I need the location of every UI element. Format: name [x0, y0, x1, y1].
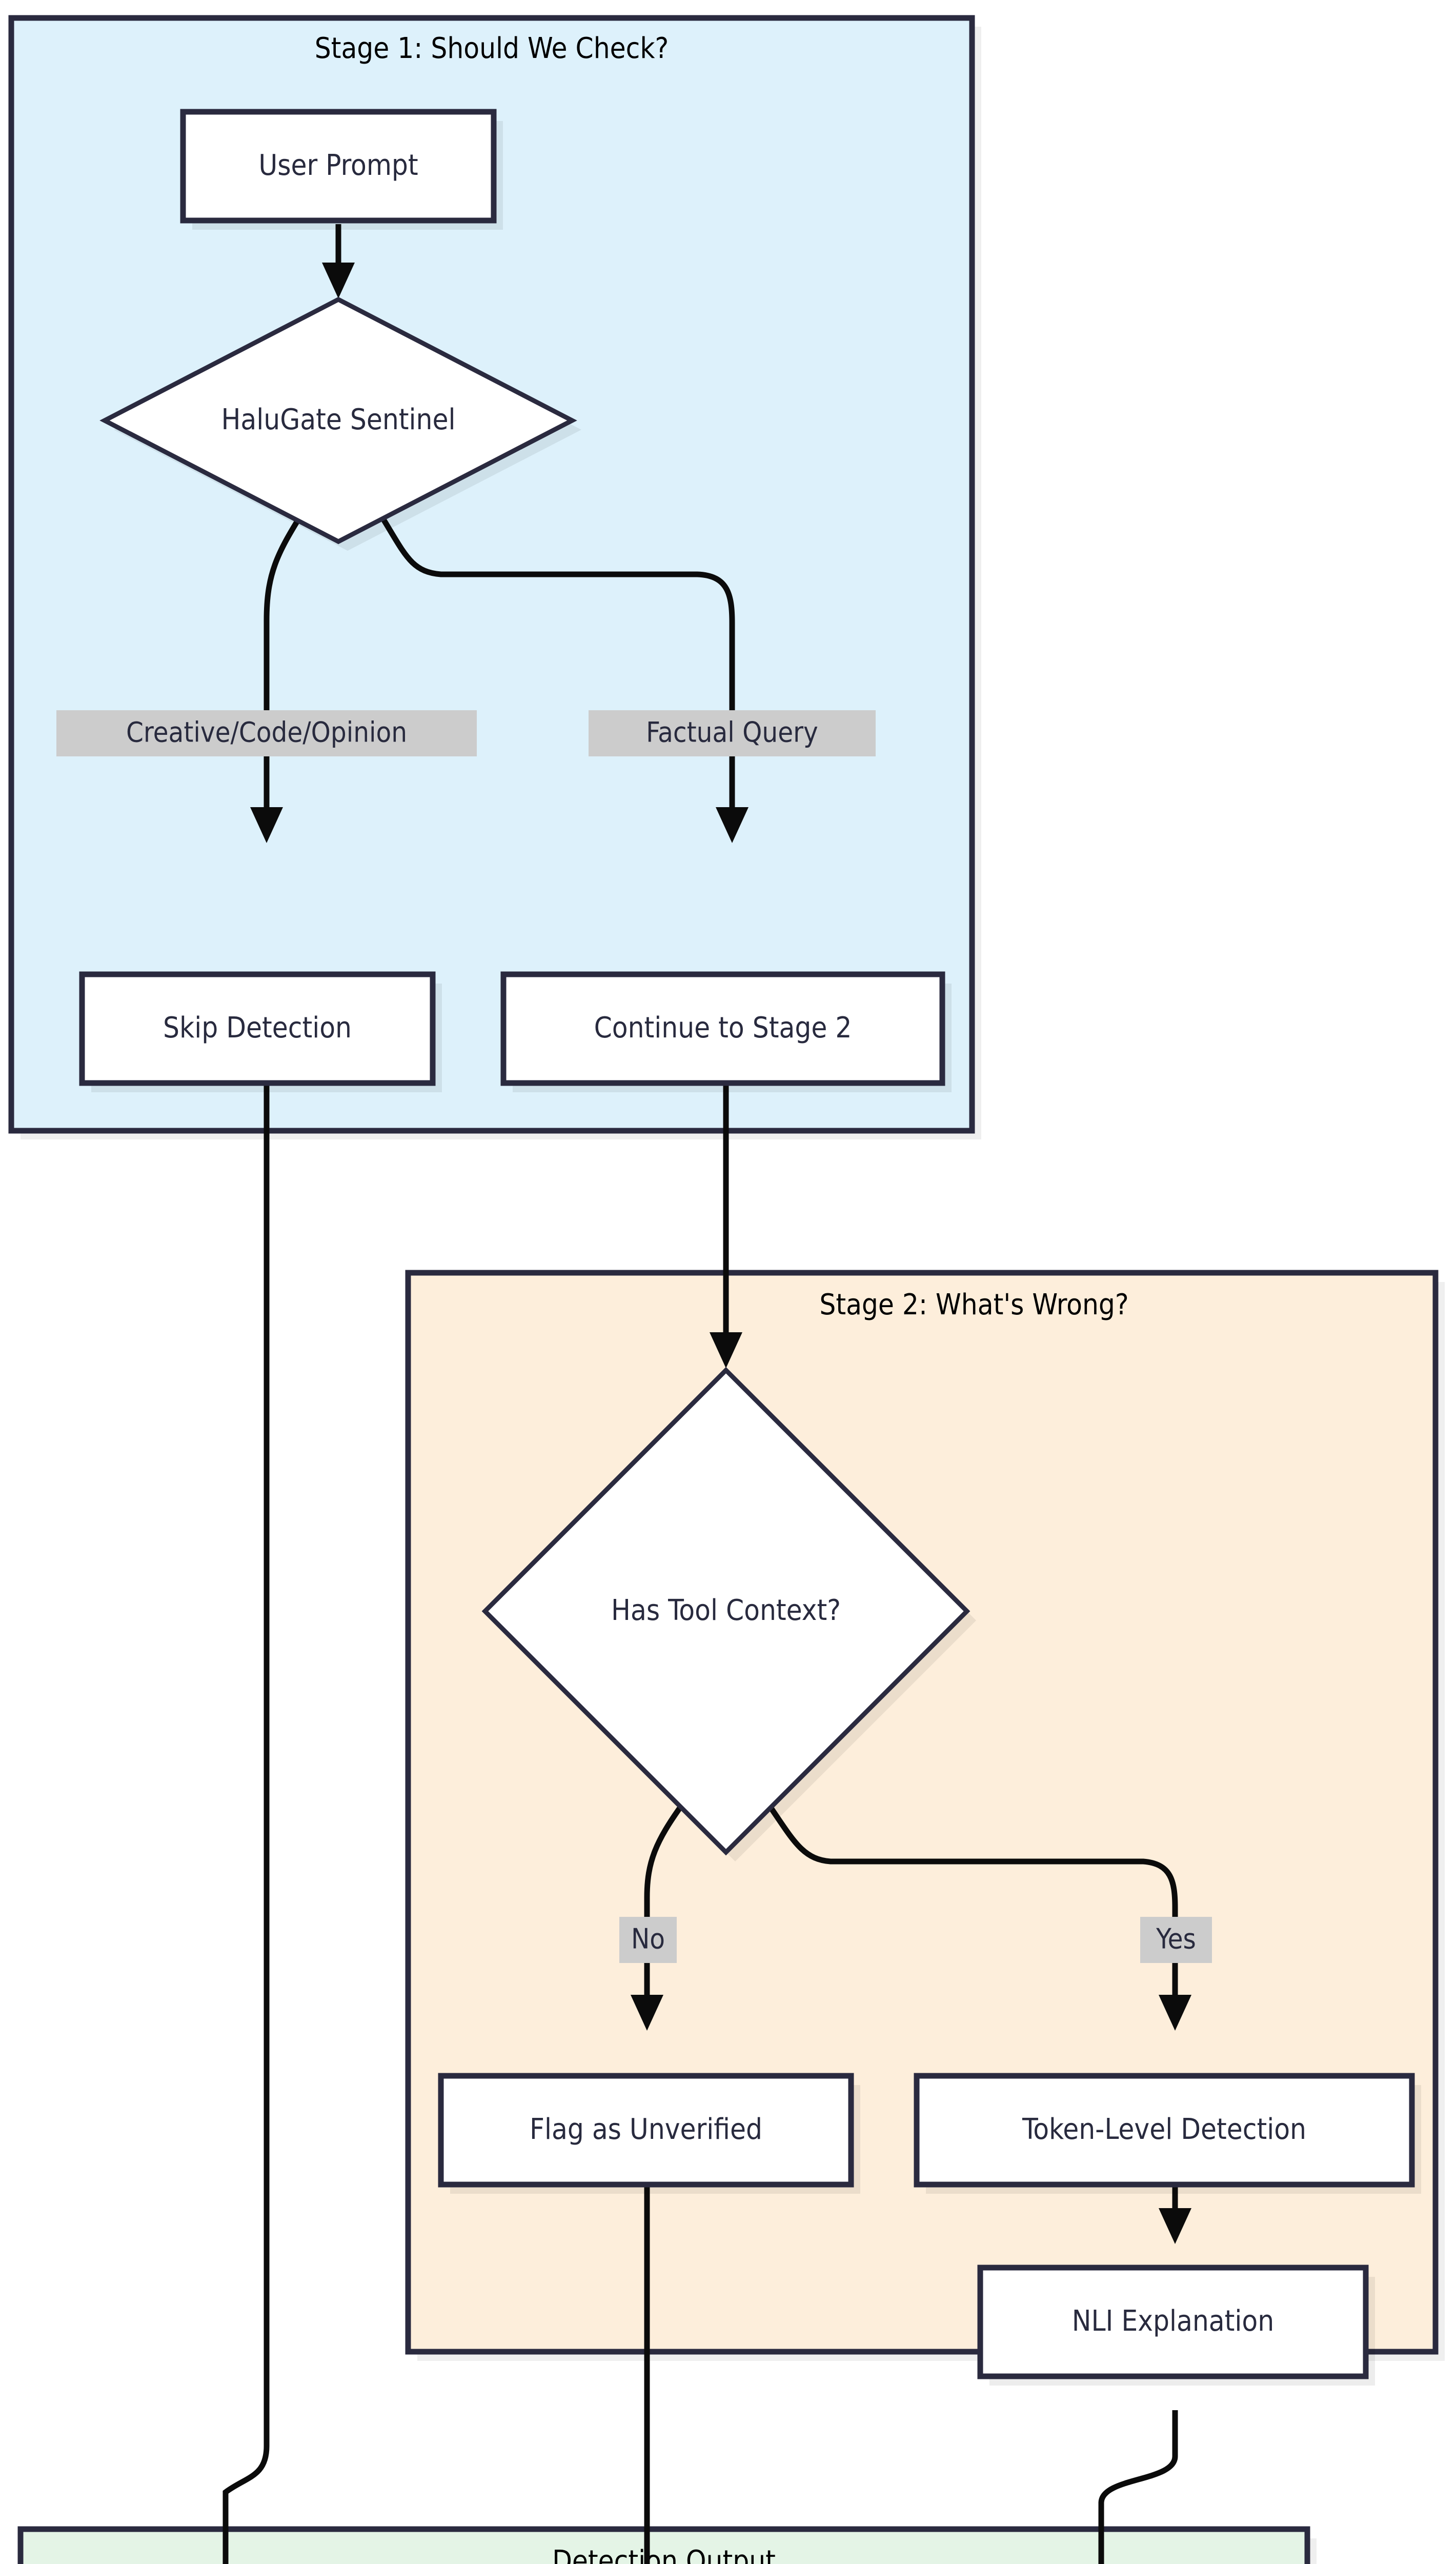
edge-user-prompt-to-halugate	[322, 224, 355, 298]
node-has-tool-context[interactable]: Has Tool Context?	[481, 1367, 976, 1861]
arrowhead-icon	[1159, 1995, 1191, 2031]
node-nli-explanation-label: NLI Explanation	[1072, 2305, 1274, 2338]
edge-nli-explanation-to-detailed-report	[1098, 2410, 1178, 2564]
cluster-output-rect	[17, 2526, 1310, 2564]
edge-label-yes: Yes	[1156, 1923, 1196, 1955]
edge-label-factual-query: Factual Query	[646, 716, 818, 749]
edge-flag-unverified-to-warning-header	[644, 2185, 650, 2564]
cluster-output-label: Detection Output	[552, 2545, 776, 2564]
edge-halugate-to-skip-detection: Creative/Code/Opinion	[56, 511, 477, 843]
cluster-stage2: Stage 2: What's Wrong?	[405, 1270, 1445, 2361]
node-halugate-sentinel-label: HaluGate Sentinel	[221, 403, 456, 436]
edge-label-background	[56, 710, 477, 756]
node-token-level-detection-label: Token-Level Detection	[1022, 2113, 1306, 2146]
arrowhead-icon	[710, 1332, 742, 1368]
node-flag-as-unverified-rect[interactable]	[438, 2073, 854, 2188]
arrowhead-icon	[631, 1995, 663, 2031]
cluster-stage1-label: Stage 1: Should We Check?	[315, 32, 669, 65]
arrowhead-icon	[322, 263, 355, 298]
node-token-level-detection-rect[interactable]	[914, 2073, 1415, 2188]
node-skip-detection-label: Skip Detection	[163, 1011, 352, 1045]
node-nli-explanation[interactable]: NLI Explanation	[977, 2265, 1375, 2386]
edge-label-background	[589, 710, 876, 756]
cluster-stage2-label: Stage 2: What's Wrong?	[819, 1288, 1128, 1321]
node-continue-to-stage-2-label: Continue to Stage 2	[594, 1011, 852, 1045]
cluster-output: Detection Output	[17, 2526, 1317, 2564]
node-halugate-sentinel-diamond[interactable]	[99, 296, 577, 545]
node-has-tool-context-label: Has Tool Context?	[611, 1594, 841, 1627]
node-halugate-sentinel[interactable]: HaluGate Sentinel	[99, 296, 581, 551]
node-user-prompt-rect[interactable]	[180, 109, 497, 224]
node-flag-as-unverified[interactable]: Flag as Unverified	[438, 2073, 860, 2194]
arrowhead-icon	[250, 807, 283, 843]
edge-label-background	[1140, 1917, 1212, 1963]
arrowhead-icon	[716, 807, 749, 843]
edge-continue-stage2-to-has-tool	[710, 1083, 742, 1368]
edge-has-tool-to-token-level: Yes	[766, 1803, 1212, 2031]
edge-token-level-to-nli-explanation	[1159, 2185, 1191, 2244]
node-continue-to-stage-2-rect[interactable]	[500, 971, 945, 1086]
edge-halugate-to-continue-stage2: Factual Query	[377, 511, 876, 843]
edge-has-tool-to-flag-unverified: No	[619, 1803, 684, 2031]
arrowhead-icon	[1159, 2208, 1191, 2244]
node-user-prompt[interactable]: User Prompt	[180, 109, 503, 230]
edge-label-background	[619, 1917, 677, 1963]
node-has-tool-context-diamond[interactable]	[481, 1367, 970, 1856]
node-user-prompt-label: User Prompt	[258, 149, 418, 182]
edge-label-no: No	[631, 1923, 665, 1955]
node-skip-detection[interactable]: Skip Detection	[79, 971, 442, 1092]
node-continue-to-stage-2[interactable]: Continue to Stage 2	[500, 971, 952, 1092]
edge-label-creative-code-opinion: Creative/Code/Opinion	[126, 716, 407, 749]
node-nli-explanation-rect[interactable]	[977, 2265, 1369, 2379]
node-token-level-detection[interactable]: Token-Level Detection	[914, 2073, 1421, 2194]
edge-skip-detection-to-pass-through	[223, 1083, 270, 2564]
node-flag-as-unverified-label: Flag as Unverified	[530, 2113, 762, 2146]
node-skip-detection-rect[interactable]	[79, 971, 436, 1086]
